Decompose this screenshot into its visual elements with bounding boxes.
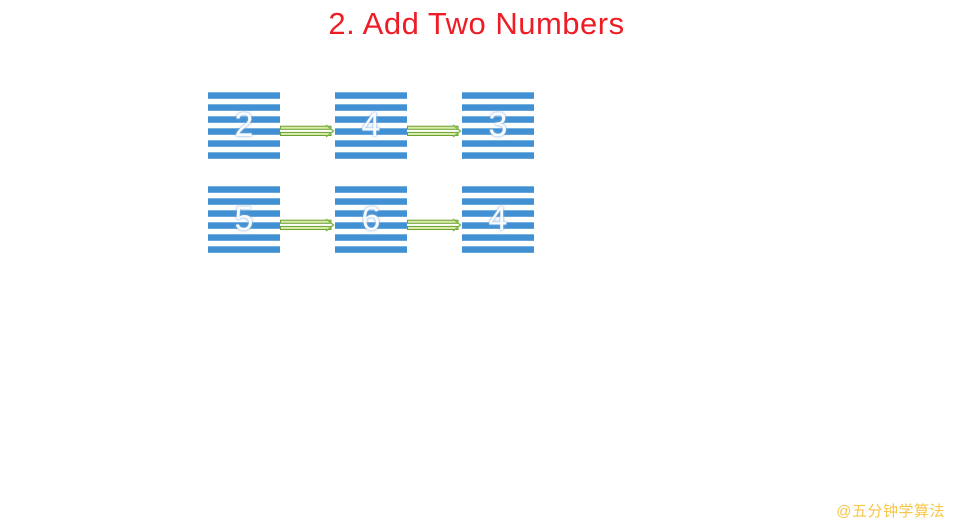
arrow-right-icon (407, 124, 462, 138)
list-node: 6 (335, 186, 407, 253)
page-title: 2. Add Two Numbers (328, 6, 625, 41)
list-node: 4 (335, 92, 407, 159)
node-value: 3 (488, 106, 508, 144)
node-value: 2 (234, 106, 254, 144)
list-node: 4 (462, 186, 534, 253)
list-node: 3 (462, 92, 534, 159)
arrow-right-icon (280, 218, 335, 232)
arrow-right-icon (407, 218, 462, 232)
arrow-right-icon (280, 124, 335, 138)
list-node: 5 (208, 186, 280, 253)
linked-list-1: 2 4 3 (208, 92, 534, 159)
node-value: 5 (234, 200, 254, 238)
watermark: @五分钟学算法 (836, 503, 945, 520)
node-value: 6 (361, 200, 381, 238)
linked-list-2: 5 6 4 (208, 186, 534, 253)
node-value: 4 (361, 106, 381, 144)
list-node: 2 (208, 92, 280, 159)
node-value: 4 (488, 200, 508, 238)
